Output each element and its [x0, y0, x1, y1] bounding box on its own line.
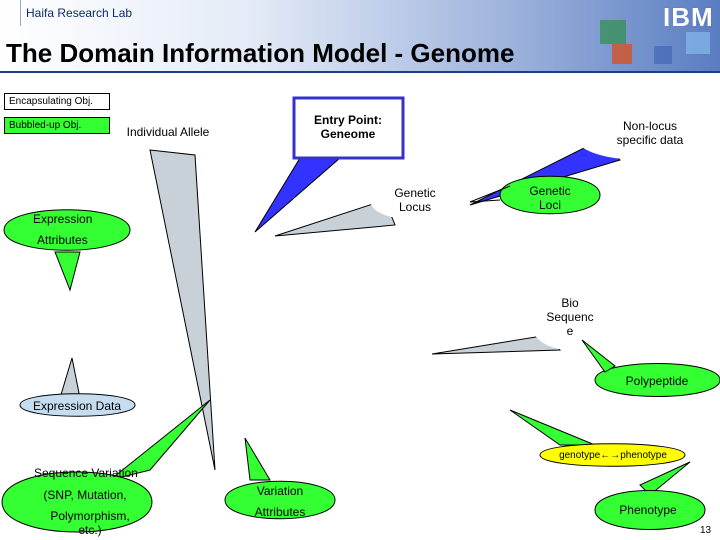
bio-sequence-label: Bio Sequenc e [546, 296, 594, 338]
variation-attributes-bubble [224, 480, 336, 520]
variation-attributes-tail [244, 437, 271, 481]
ibm-logo: IBM [663, 2, 714, 32]
banner-dna-tile-icon [686, 32, 710, 54]
variation-label: Variation [256, 484, 304, 498]
banner-dna-tile-icon [654, 46, 672, 64]
page-number: 13 [700, 525, 712, 536]
entry-point-box [292, 96, 405, 160]
polypeptide-label: Polypeptide [625, 374, 689, 388]
phenotype-label: Phenotype [619, 503, 677, 517]
title-rule [0, 71, 720, 73]
header-divider [20, 0, 21, 26]
snp-mutation-label: (SNP, Mutation, [43, 488, 127, 502]
genotype-phenotype-label: genotype←→phenotype [559, 450, 667, 461]
banner-dna-tile-icon [600, 20, 626, 44]
lab-name: Haifa Research Lab [26, 6, 133, 20]
header-banner: Haifa Research Lab IBM [0, 0, 720, 72]
genetic-locus-label: Genetic Locus [394, 186, 436, 214]
genotype-phenotype-tail [509, 409, 596, 446]
expression-label: Expression [33, 212, 93, 226]
legend-bubbled-up-obj: Bubbled-up Obj. [4, 117, 110, 134]
phenotype-tail [639, 461, 691, 496]
individual-allele-label: Individual Allele [126, 125, 210, 139]
non-locus-label: Non-locus specific data [616, 119, 684, 147]
genotype-phenotype-bubble [539, 443, 686, 467]
individual-allele-tail [149, 149, 216, 471]
page-title: The Domain Information Model - Genome [6, 38, 515, 68]
attributes-label: Attributes [37, 233, 88, 247]
expression-data-tail [59, 357, 81, 399]
expression-attributes-bubble [3, 209, 131, 251]
banner-dna-tile-icon [612, 44, 632, 64]
expression-data-bubble [19, 393, 136, 417]
sequence-variation-label: Sequence Variation [34, 466, 138, 480]
genetic-locus-bubble [370, 180, 460, 220]
entry-point-label: Entry Point: Geneome [314, 113, 382, 141]
polymorphism-label: Polymorphism, etc.) [50, 509, 130, 537]
polypeptide-bubble [594, 363, 720, 397]
sequence-variation-bubble [1, 471, 153, 533]
phenotype-bubble [594, 490, 706, 530]
banner-background [0, 0, 720, 72]
expression-attributes-tail [54, 251, 81, 292]
non-locus-bubble [575, 110, 705, 160]
variation-attributes-label: Attributes [254, 505, 306, 519]
genetic-loci-label: Genetic Loci [529, 184, 571, 212]
polypeptide-tail [581, 339, 616, 373]
individual-allele-bubble [113, 106, 230, 155]
genetic-loci-pointer [469, 185, 511, 203]
genetic-loci-bubble [499, 175, 601, 215]
legend-encapsulating-obj: Encapsulating Obj. [4, 93, 110, 110]
sequence-variation-tail [109, 399, 211, 481]
bio-sequence-bubble [530, 290, 610, 350]
expression-data-label: Expression Data [32, 399, 122, 413]
